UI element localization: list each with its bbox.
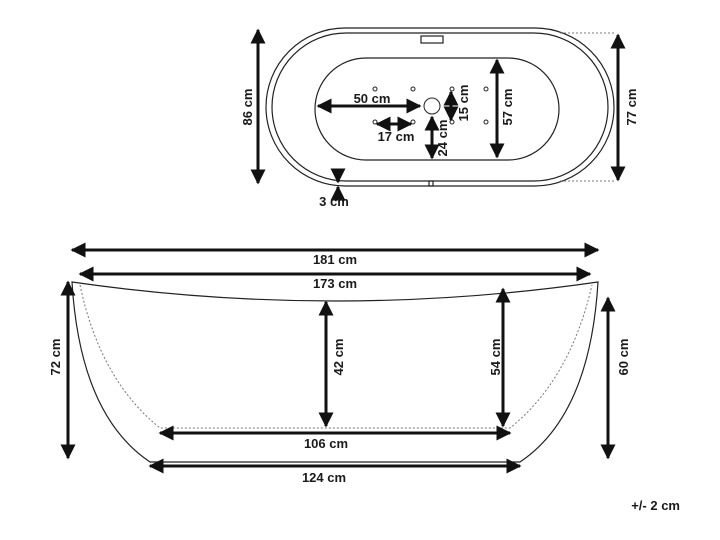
tub-side-outline [71,281,599,463]
rim-label: 3 cm [319,194,349,209]
tub-basin-outline [314,57,560,161]
jet-hole [449,119,455,125]
top-length-label: 173 cm [313,276,357,291]
jet-hole [483,119,489,125]
tolerance-note: +/- 2 cm [631,498,680,513]
depth-label: 77 cm [624,89,639,126]
jet-hole [372,86,378,92]
end-depth-label: 54 cm [488,339,503,376]
top-view: 86 cm 77 cm 50 cm 57 cm 17 cm 24 cm 15 c… [240,27,639,209]
base-label: 124 cm [302,470,346,485]
center-depth-label: 42 cm [331,339,346,376]
tub-rim-outline [271,32,609,182]
jet-hole [449,86,455,92]
overflow-icon [420,35,444,44]
total-length-label: 181 cm [313,252,357,267]
jet-hole [410,119,416,125]
end-height-label: 60 cm [616,339,631,376]
total-height-label: 72 cm [48,339,63,376]
drain-icon [423,97,441,115]
width-label: 86 cm [240,89,255,126]
inner-depth-label: 57 cm [500,89,515,126]
jet-spacing-label: 17 cm [378,129,415,144]
drain-offset-label: 24 cm [435,120,450,157]
jet-hole [483,86,489,92]
jet-hole [372,119,378,125]
bottom-inner-label: 106 cm [304,436,348,451]
jet-hole [410,86,416,92]
inner-length-label: 50 cm [354,91,391,106]
drain-to-jet-label: 15 cm [456,85,471,122]
side-view: 181 cm 173 cm 72 cm 42 cm 54 cm 60 cm 10… [48,242,631,485]
pin-mark [428,180,434,187]
